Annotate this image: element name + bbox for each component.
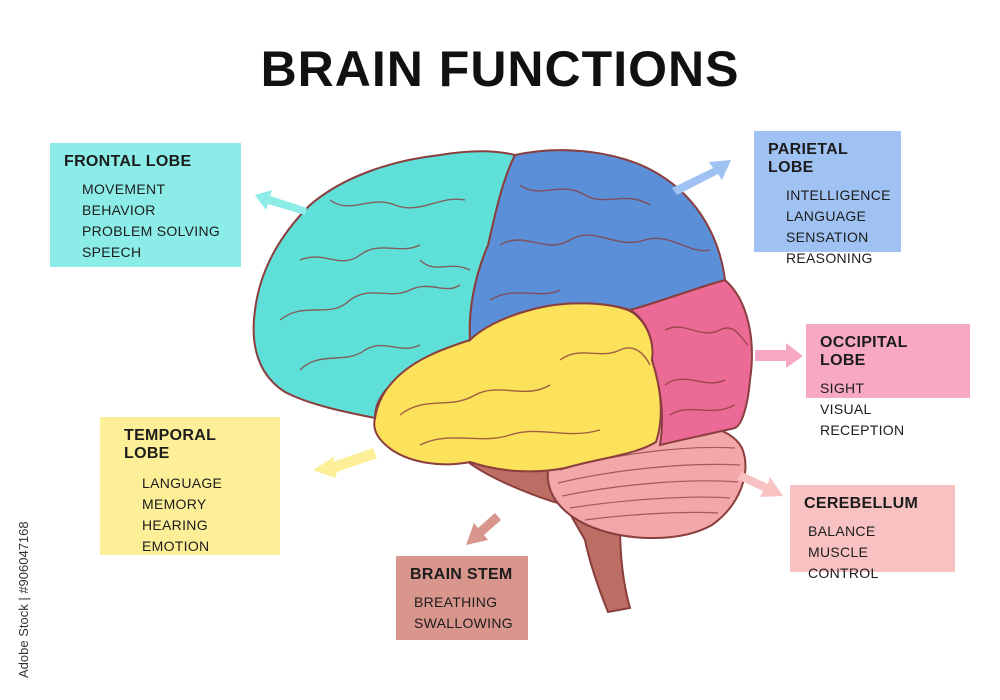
arrow-temporal — [313, 448, 377, 478]
cerebellum-folds — [557, 446, 741, 521]
function-item: MEMORY — [142, 496, 207, 512]
function-item: MUSCLE CONTROL — [808, 544, 879, 581]
brain-stem-box: BRAIN STEM BREATHING SWALLOWING — [396, 556, 528, 640]
watermark-text: Adobe Stock | #906047168 — [14, 462, 36, 682]
occipital-lobe-box: OCCIPITAL LOBE SIGHT VISUAL RECEPTION — [806, 324, 970, 438]
function-item: LANGUAGE — [786, 208, 867, 224]
function-item: SPEECH — [82, 244, 142, 260]
function-item: BREATHING — [414, 594, 498, 610]
frontal-lobe-heading: FRONTAL LOBE — [64, 153, 192, 170]
arrows — [255, 160, 803, 545]
frontal-lobe-box: FRONTAL LOBE MOVEMENT BEHAVIOR PROBLEM S… — [50, 143, 241, 267]
function-item: MOVEMENT — [82, 181, 166, 197]
parietal-lobe-heading: PARIETAL LOBE — [768, 141, 848, 176]
function-item: VISUAL RECEPTION — [820, 401, 905, 438]
arrow-brainstem — [466, 513, 501, 545]
function-item: SENSATION — [786, 229, 869, 245]
parietal-lobe-box: PARIETAL LOBE INTELLIGENCE LANGUAGE SENS… — [754, 131, 901, 266]
function-item: PROBLEM SOLVING — [82, 223, 221, 239]
arrow-occipital — [755, 343, 803, 368]
watermark-label: Adobe Stock | #906047168 — [16, 521, 31, 678]
function-item: BALANCE — [808, 523, 876, 539]
cerebellum-box: CEREBELLUM BALANCE MUSCLE CONTROL — [790, 485, 955, 581]
function-item: INTELLIGENCE — [786, 187, 891, 203]
function-item: LANGUAGE — [142, 475, 223, 491]
arrow-cerebellum — [737, 472, 783, 497]
temporal-lobe-heading: TEMPORAL LOBE — [124, 427, 216, 462]
function-item: SIGHT — [820, 380, 865, 396]
function-item: BEHAVIOR — [82, 202, 156, 218]
function-item: EMOTION — [142, 538, 210, 554]
brain-gyri — [279, 184, 749, 446]
arrow-frontal — [255, 190, 307, 215]
function-item: HEARING — [142, 517, 208, 533]
cerebellum-heading: CEREBELLUM — [804, 495, 919, 512]
page-title: BRAIN FUNCTIONS — [260, 41, 740, 97]
temporal-lobe-box: TEMPORAL LOBE LANGUAGE MEMORY HEARING EM… — [100, 417, 280, 555]
function-item: REASONING — [786, 250, 873, 266]
arrow-parietal — [672, 160, 731, 195]
brain-stem-heading: BRAIN STEM — [410, 566, 513, 583]
frontal-lobe — [252, 150, 517, 420]
function-item: SWALLOWING — [414, 615, 513, 631]
occipital-lobe-heading: OCCIPITAL LOBE — [820, 334, 908, 369]
